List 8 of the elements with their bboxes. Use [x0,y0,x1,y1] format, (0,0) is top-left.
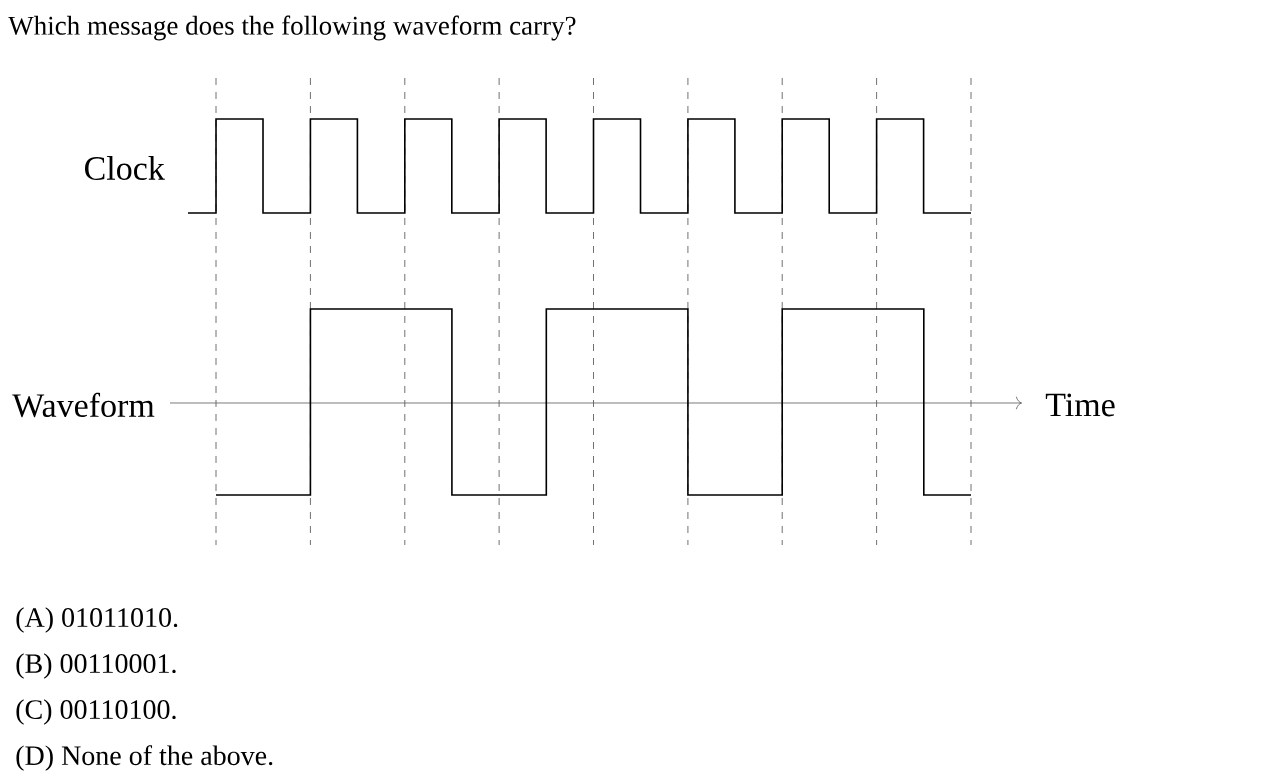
answer-option: (A) 01011010. [16,607,178,633]
question-text: Which message does the following waveform carry? [8,15,576,41]
signal-label: Clock [85,156,165,180]
answer-option: (D) None of the above. [16,745,273,771]
answer-option: (B) 00110001. [16,653,176,679]
axis-label: Time [1045,393,1115,417]
answer-option: (C) 00110100. [16,699,176,725]
signal-label: Waveform [12,392,155,418]
